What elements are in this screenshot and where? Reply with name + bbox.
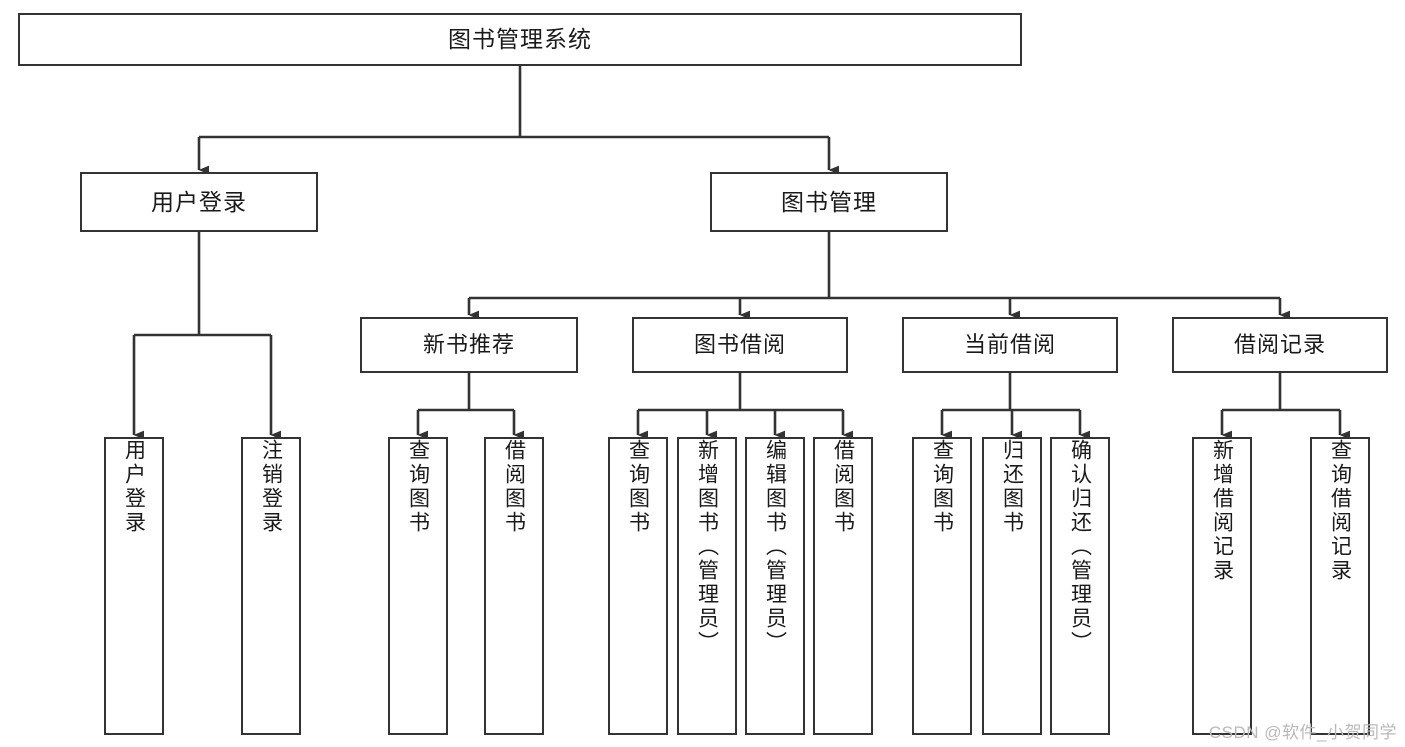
node-root[interactable]: 图书管理系统: [18, 13, 1022, 66]
leaf-add-borrow-record-label: 新增借阅记录: [1210, 439, 1234, 583]
node-new-book-recommend[interactable]: 新书推荐: [360, 317, 578, 373]
leaf-logout[interactable]: 注销登录: [241, 437, 301, 735]
leaf-confirm-return-admin-label: 确认归还（管理员）: [1068, 439, 1092, 655]
leaf-query-book-3[interactable]: 查询图书: [912, 437, 972, 735]
node-new-book-recommend-label: 新书推荐: [422, 332, 515, 358]
node-borrow-record[interactable]: 借阅记录: [1172, 317, 1388, 373]
node-user-login[interactable]: 用户登录: [80, 172, 318, 232]
leaf-query-book-1[interactable]: 查询图书: [388, 437, 448, 735]
leaf-return-book[interactable]: 归还图书: [982, 437, 1042, 735]
node-book-management[interactable]: 图书管理: [710, 172, 948, 232]
leaf-add-book-admin-label: 新增图书（管理员）: [695, 439, 719, 655]
node-current-borrow-label: 当前借阅: [963, 332, 1056, 358]
leaf-query-book-1-label: 查询图书: [406, 439, 430, 535]
leaf-user-login-label: 用户登录: [122, 439, 146, 535]
node-book-management-label: 图书管理: [781, 188, 877, 215]
node-book-borrow-label: 图书借阅: [693, 332, 786, 358]
node-book-borrow[interactable]: 图书借阅: [632, 317, 848, 373]
leaf-borrow-book-2[interactable]: 借阅图书: [813, 437, 873, 735]
watermark: CSDN @软件_小贺同学: [1208, 723, 1397, 742]
leaf-add-book-admin[interactable]: 新增图书（管理员）: [677, 437, 737, 735]
leaf-logout-label: 注销登录: [259, 439, 283, 535]
leaf-confirm-return-admin[interactable]: 确认归还（管理员）: [1050, 437, 1110, 735]
leaf-query-borrow-record[interactable]: 查询借阅记录: [1310, 437, 1370, 735]
leaf-user-login[interactable]: 用户登录: [104, 437, 164, 735]
node-current-borrow[interactable]: 当前借阅: [902, 317, 1118, 373]
leaf-query-book-2[interactable]: 查询图书: [608, 437, 668, 735]
leaf-borrow-book-1-label: 借阅图书: [502, 439, 526, 535]
leaf-return-book-label: 归还图书: [1000, 439, 1024, 535]
leaf-add-borrow-record[interactable]: 新增借阅记录: [1192, 437, 1252, 735]
leaf-query-book-2-label: 查询图书: [626, 439, 650, 535]
node-user-login-label: 用户登录: [151, 188, 247, 215]
leaf-query-book-3-label: 查询图书: [930, 439, 954, 535]
leaf-edit-book-admin[interactable]: 编辑图书（管理员）: [745, 437, 805, 735]
leaf-edit-book-admin-label: 编辑图书（管理员）: [763, 439, 787, 655]
node-borrow-record-label: 借阅记录: [1233, 332, 1326, 358]
leaf-query-borrow-record-label: 查询借阅记录: [1328, 439, 1352, 583]
leaf-borrow-book-1[interactable]: 借阅图书: [484, 437, 544, 735]
node-root-label: 图书管理系统: [448, 26, 592, 53]
leaf-borrow-book-2-label: 借阅图书: [831, 439, 855, 535]
